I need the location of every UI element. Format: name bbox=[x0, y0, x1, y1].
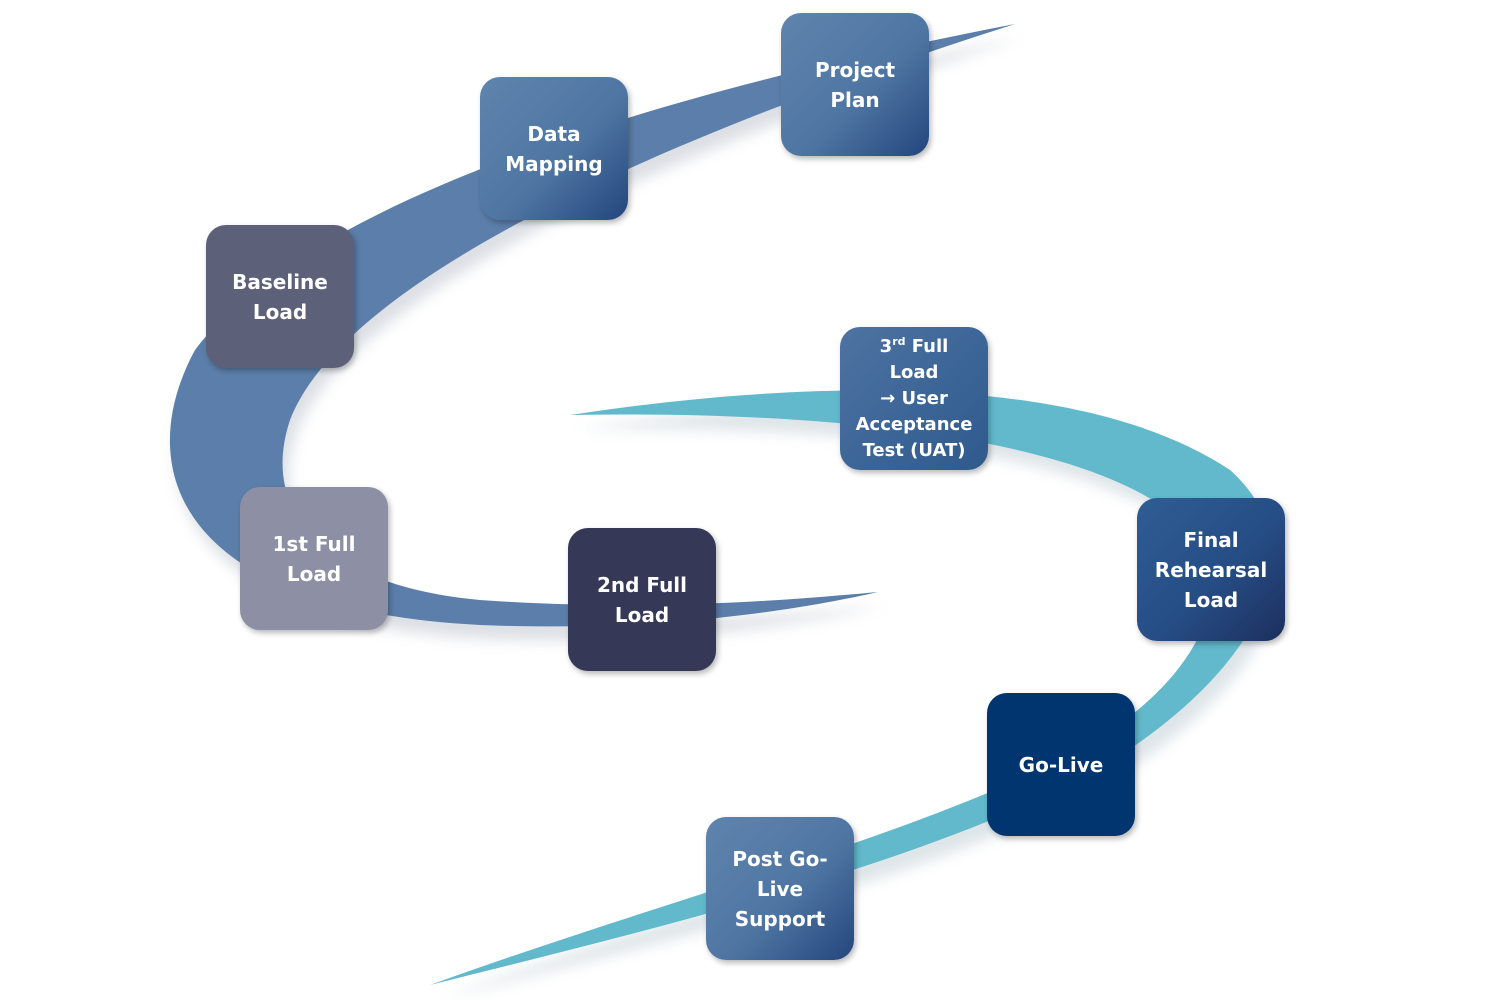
step-third-full-load-uat: 3rd Full Load → User Acceptance Test (UA… bbox=[840, 327, 988, 470]
step-baseline-load: Baseline Load bbox=[206, 225, 354, 368]
step-label: Baseline Load bbox=[232, 269, 328, 324]
step-label-rest: Load → User Acceptance Test (UAT) bbox=[855, 361, 973, 461]
step-label: Data Mapping bbox=[505, 121, 603, 176]
step-data-mapping: Data Mapping bbox=[480, 77, 628, 220]
ordinal-suffix: rd bbox=[892, 334, 906, 348]
step-label: Go-Live bbox=[1018, 752, 1104, 777]
step-label: Post Go- Live Support bbox=[732, 846, 828, 931]
step-post-go-live-support: Post Go- Live Support bbox=[706, 817, 854, 960]
step-label: 2nd Full Load bbox=[596, 572, 688, 627]
step-final-rehearsal-load: Final Rehearsal Load bbox=[1137, 498, 1285, 641]
step-label-line1-rest: Full bbox=[905, 335, 949, 357]
step-label: 3rd Full Load → User Acceptance Test (UA… bbox=[856, 334, 973, 464]
ordinal-number: 3 bbox=[879, 335, 893, 357]
step-go-live: Go-Live bbox=[987, 693, 1135, 836]
step-label: Final Rehearsal Load bbox=[1154, 527, 1268, 612]
step-label: 1st Full Load bbox=[272, 531, 356, 586]
step-first-full-load: 1st Full Load bbox=[240, 487, 388, 630]
step-second-full-load: 2nd Full Load bbox=[568, 528, 716, 671]
step-project-plan: Project Plan bbox=[781, 13, 929, 156]
step-label: Project Plan bbox=[814, 57, 896, 112]
